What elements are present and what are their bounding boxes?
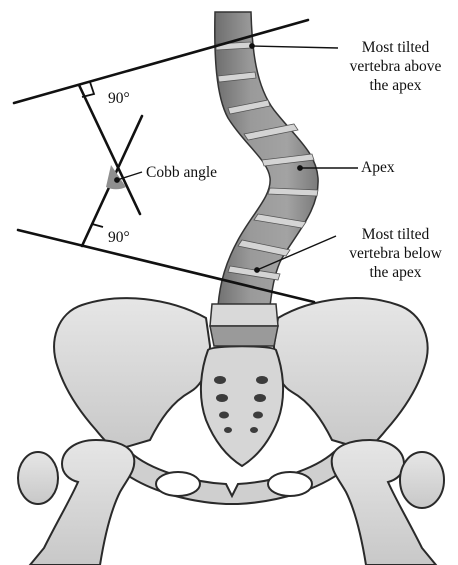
right-greater-trochanter [400, 452, 444, 508]
right-obturator [268, 472, 312, 496]
leader-above-apex [252, 46, 338, 48]
label-below-apex-line3: the apex [333, 263, 458, 282]
label-above-apex-line3: the apex [333, 76, 458, 95]
right-angle-markers [82, 82, 103, 235]
label-apex: Apex [361, 158, 395, 177]
left-ilium [54, 298, 210, 450]
label-cobb-angle: Cobb angle [146, 163, 217, 182]
label-above-apex-line1: Most tilted [333, 38, 458, 57]
right-ilium [274, 298, 428, 450]
label-right-angle-bottom: 90° [108, 228, 130, 247]
label-below-apex-line2: vertebra below [333, 244, 458, 263]
label-above-apex: Most tilted vertebra above the apex [333, 38, 458, 95]
label-right-angle-top: 90° [108, 89, 130, 108]
spine [215, 12, 318, 306]
right-angle-marker-bottom [87, 224, 103, 235]
label-below-apex: Most tilted vertebra below the apex [333, 225, 458, 282]
left-greater-trochanter [18, 452, 58, 504]
label-below-apex-line1: Most tilted [333, 225, 458, 244]
lower-lumbar [210, 304, 278, 346]
label-above-apex-line2: vertebra above [333, 57, 458, 76]
sacrum [201, 346, 283, 466]
left-obturator [156, 472, 200, 496]
